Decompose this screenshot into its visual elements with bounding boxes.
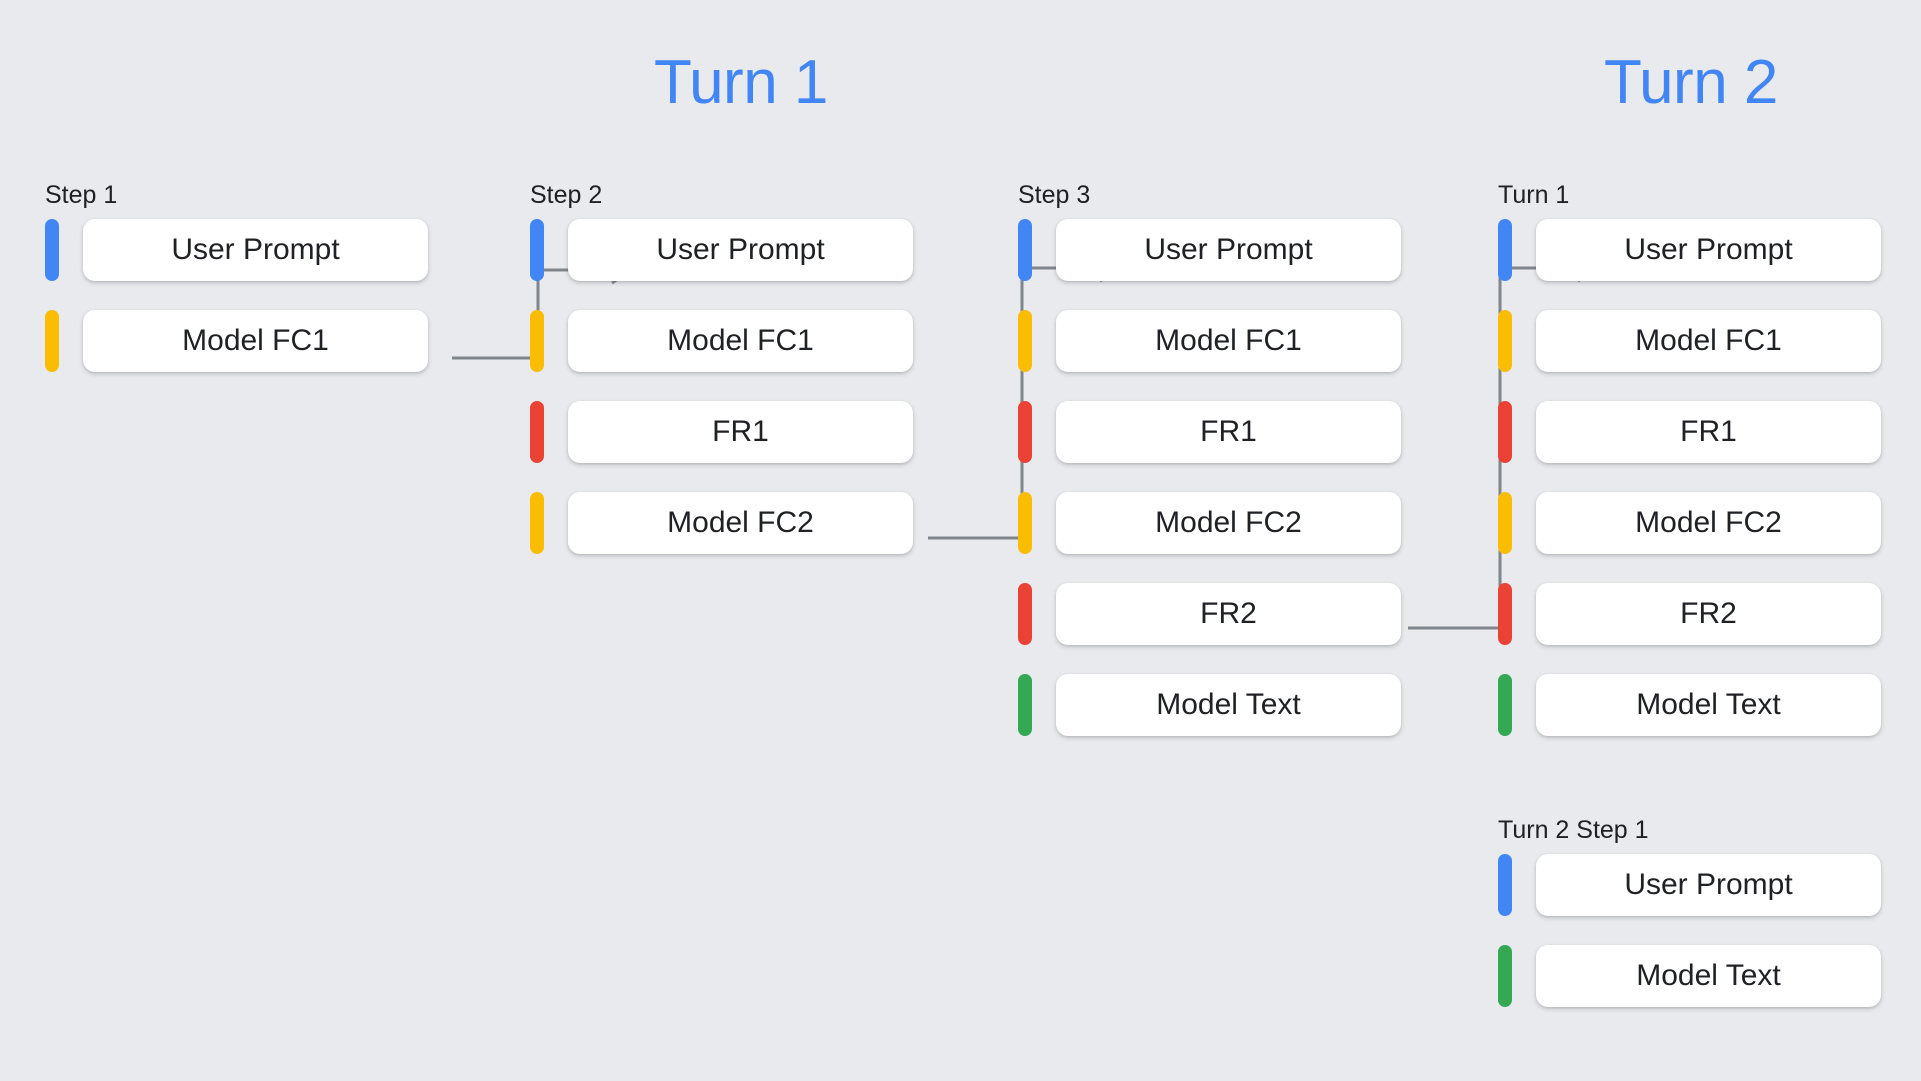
- message-card[interactable]: Model FC2: [1056, 492, 1401, 554]
- red-status-bar-icon: [1498, 401, 1512, 463]
- message-row[interactable]: Model FC1: [1498, 310, 1881, 372]
- blue-status-bar-icon: [1018, 219, 1032, 281]
- message-card-label: Model FC2: [1155, 506, 1302, 539]
- message-row[interactable]: FR2: [1498, 583, 1881, 645]
- message-card-label: Model FC1: [667, 324, 814, 357]
- column-label-step-3: Step 3: [1018, 181, 1091, 209]
- message-card-label: User Prompt: [1144, 233, 1313, 266]
- message-row[interactable]: Model FC1: [1018, 310, 1401, 372]
- message-card-label: Model FC2: [667, 506, 814, 539]
- message-row[interactable]: Model FC1: [530, 310, 913, 372]
- message-row[interactable]: User Prompt: [45, 219, 428, 281]
- message-card[interactable]: User Prompt: [83, 219, 428, 281]
- yellow-status-bar-icon: [45, 310, 59, 372]
- message-card-label: FR2: [1200, 597, 1257, 630]
- message-row[interactable]: User Prompt: [1498, 219, 1881, 281]
- blue-status-bar-icon: [45, 219, 59, 281]
- message-card-label: Model FC2: [1635, 506, 1782, 539]
- red-status-bar-icon: [1018, 401, 1032, 463]
- message-card-label: FR1: [1200, 415, 1257, 448]
- yellow-status-bar-icon: [1018, 310, 1032, 372]
- blue-status-bar-icon: [530, 219, 544, 281]
- message-card[interactable]: User Prompt: [568, 219, 913, 281]
- message-row[interactable]: User Prompt: [1018, 219, 1401, 281]
- message-card[interactable]: User Prompt: [1536, 854, 1881, 916]
- message-row[interactable]: FR2: [1018, 583, 1401, 645]
- message-row[interactable]: User Prompt: [1498, 854, 1881, 916]
- red-status-bar-icon: [530, 401, 544, 463]
- message-card-label: Model FC1: [1155, 324, 1302, 357]
- message-row[interactable]: Model FC1: [45, 310, 428, 372]
- message-card[interactable]: Model FC1: [1536, 310, 1881, 372]
- message-card[interactable]: FR2: [1536, 583, 1881, 645]
- message-card[interactable]: Model FC1: [568, 310, 913, 372]
- message-row[interactable]: Model FC2: [1498, 492, 1881, 554]
- message-card[interactable]: FR2: [1056, 583, 1401, 645]
- yellow-status-bar-icon: [1018, 492, 1032, 554]
- column-label-step-1: Step 1: [45, 181, 118, 209]
- message-row[interactable]: FR1: [1498, 401, 1881, 463]
- blue-status-bar-icon: [1498, 219, 1512, 281]
- message-card[interactable]: User Prompt: [1056, 219, 1401, 281]
- message-row[interactable]: Model Text: [1018, 674, 1401, 736]
- message-row[interactable]: FR1: [530, 401, 913, 463]
- message-row[interactable]: User Prompt: [530, 219, 913, 281]
- message-card-label: Model Text: [1636, 688, 1781, 721]
- message-card-label: User Prompt: [171, 233, 340, 266]
- message-row[interactable]: Model FC2: [530, 492, 913, 554]
- message-card-label: Model Text: [1156, 688, 1301, 721]
- message-card-label: User Prompt: [1624, 868, 1793, 901]
- message-card[interactable]: Model Text: [1056, 674, 1401, 736]
- column-label-turn-2-step-1: Turn 2 Step 1: [1498, 816, 1649, 844]
- message-card-label: FR1: [712, 415, 769, 448]
- message-card[interactable]: Model FC2: [568, 492, 913, 554]
- message-row[interactable]: Model Text: [1498, 674, 1881, 736]
- blue-status-bar-icon: [1498, 854, 1512, 916]
- message-card-label: User Prompt: [656, 233, 825, 266]
- message-card[interactable]: FR1: [1056, 401, 1401, 463]
- green-status-bar-icon: [1498, 674, 1512, 736]
- message-row[interactable]: FR1: [1018, 401, 1401, 463]
- message-row[interactable]: Model Text: [1498, 945, 1881, 1007]
- column-label-step-2: Step 2: [530, 181, 603, 209]
- yellow-status-bar-icon: [1498, 492, 1512, 554]
- red-status-bar-icon: [1498, 583, 1512, 645]
- green-status-bar-icon: [1498, 945, 1512, 1007]
- message-card[interactable]: Model FC2: [1536, 492, 1881, 554]
- turn-1-header: Turn 1: [654, 48, 828, 117]
- yellow-status-bar-icon: [530, 492, 544, 554]
- message-card[interactable]: Model FC1: [83, 310, 428, 372]
- yellow-status-bar-icon: [530, 310, 544, 372]
- message-card[interactable]: Model Text: [1536, 945, 1881, 1007]
- column-label-turn-2-turn-1: Turn 1: [1498, 181, 1570, 209]
- yellow-status-bar-icon: [1498, 310, 1512, 372]
- message-card[interactable]: User Prompt: [1536, 219, 1881, 281]
- red-status-bar-icon: [1018, 583, 1032, 645]
- message-card-label: Model FC1: [1635, 324, 1782, 357]
- message-card-label: User Prompt: [1624, 233, 1793, 266]
- message-card-label: FR2: [1680, 597, 1737, 630]
- message-card[interactable]: FR1: [568, 401, 913, 463]
- message-card[interactable]: Model Text: [1536, 674, 1881, 736]
- message-row[interactable]: Model FC2: [1018, 492, 1401, 554]
- message-card-label: FR1: [1680, 415, 1737, 448]
- message-card-label: Model FC1: [182, 324, 329, 357]
- green-status-bar-icon: [1018, 674, 1032, 736]
- turn-2-header: Turn 2: [1604, 48, 1778, 117]
- message-card[interactable]: Model FC1: [1056, 310, 1401, 372]
- message-card[interactable]: FR1: [1536, 401, 1881, 463]
- message-card-label: Model Text: [1636, 959, 1781, 992]
